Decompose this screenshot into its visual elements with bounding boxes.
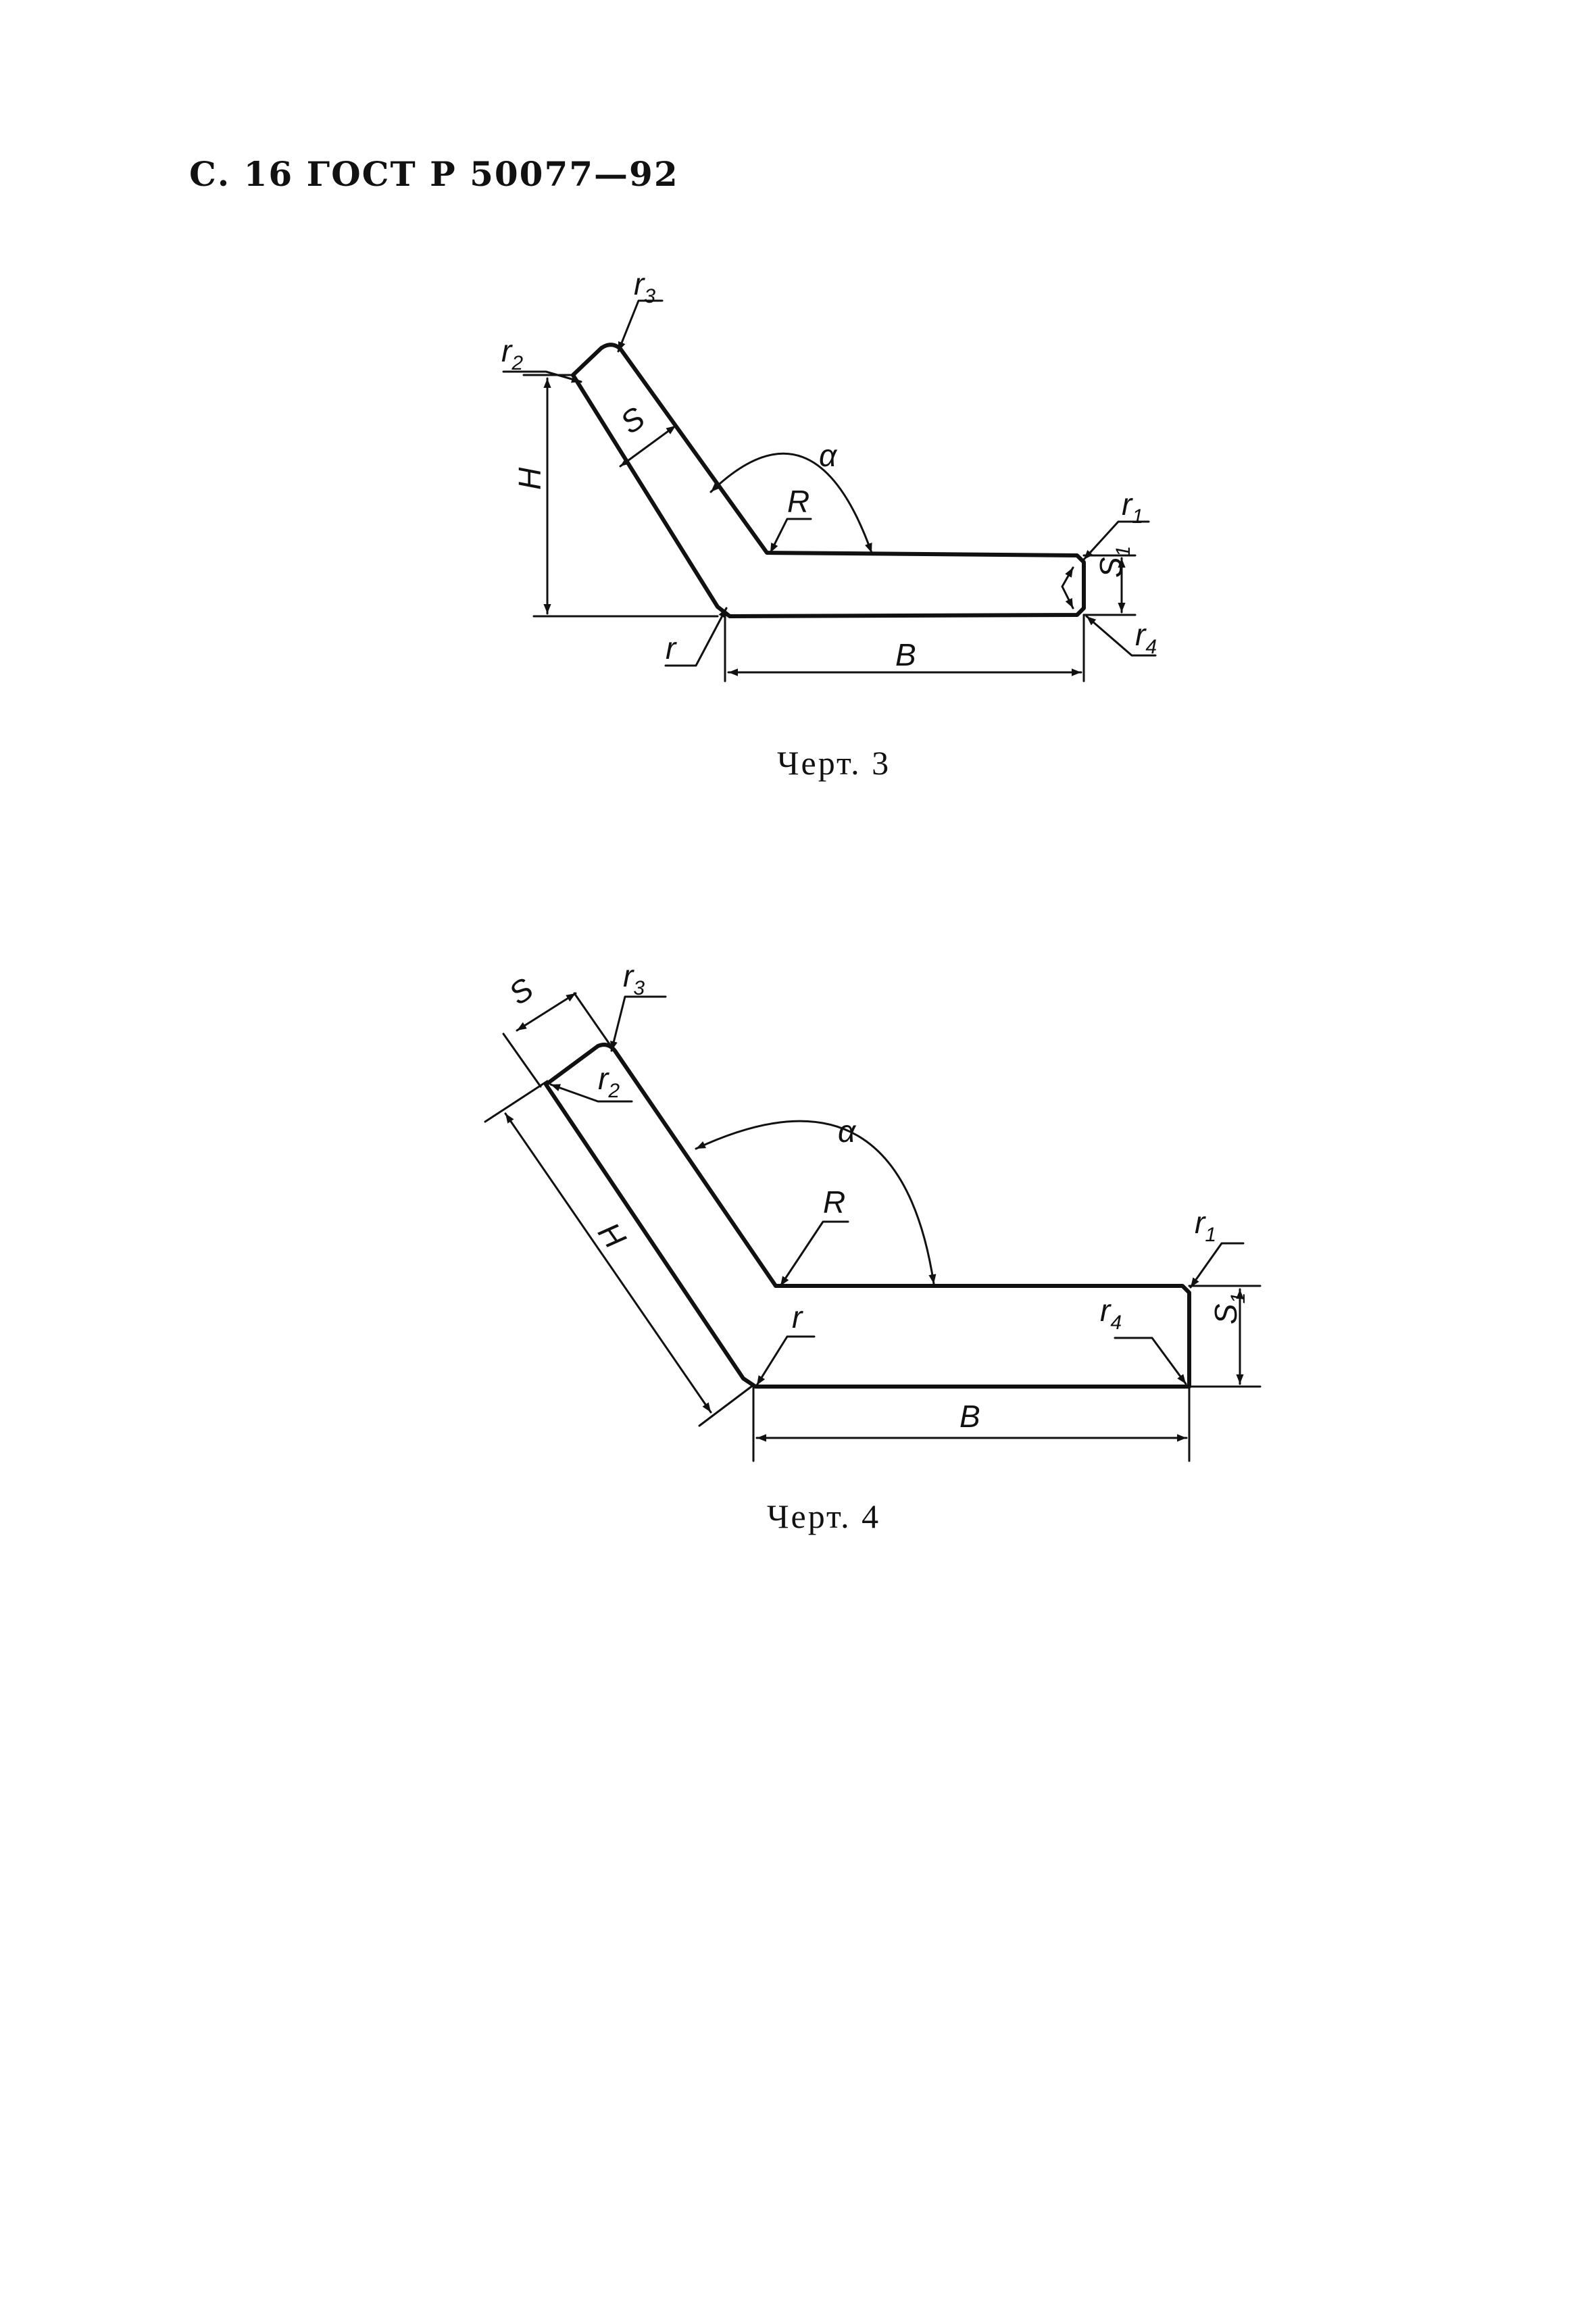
fig3-dim-alpha-arc — [709, 452, 873, 554]
figure-3 — [502, 299, 1157, 682]
fig4-label-alpha: α — [838, 1114, 857, 1149]
fig4-leader-r1 — [1189, 1242, 1245, 1289]
fig4-label-r3: r3 — [623, 958, 645, 999]
figure-3-caption: Черт. 3 — [777, 744, 891, 782]
fig4-dim-s — [516, 992, 577, 1032]
fig4-ext-line-s-top — [573, 992, 611, 1045]
fig3-leader-r4 — [1085, 615, 1157, 657]
figure-4-labels: S r3 r2 α H R r r1 r4 S1 B — [502, 958, 1249, 1434]
fig3-label-b: B — [895, 637, 916, 672]
fig4-label-r4: r4 — [1100, 1293, 1122, 1334]
fig4-leader-r2 — [549, 1083, 633, 1103]
fig3-leader-R — [769, 518, 812, 554]
fig4-leader-R — [779, 1220, 849, 1287]
fig3-label-r1: r1 — [1122, 487, 1143, 528]
fig3-label-alpha: α — [819, 438, 838, 473]
fig4-label-s: S — [502, 971, 539, 1012]
fig4-ext-line-h-bottom — [698, 1385, 753, 1427]
figure-4 — [484, 992, 1262, 1462]
fig3-label-s: S — [614, 400, 651, 441]
fig3-label-s1: S1 — [1093, 546, 1134, 578]
fig4-leader-r4 — [1114, 1337, 1187, 1385]
fig4-label-r2: r2 — [598, 1061, 620, 1102]
fig4-dim-h — [504, 1112, 712, 1414]
fig4-profile-outline — [544, 1043, 1191, 1389]
fig3-leader-r2 — [502, 370, 582, 383]
fig3-leader-r — [664, 607, 728, 667]
fig3-leader-r1 — [1082, 520, 1150, 561]
fig4-label-r1: r1 — [1195, 1205, 1216, 1246]
fig3-leader-r3 — [617, 299, 664, 353]
figure-4-caption: Черт. 4 — [767, 1497, 881, 1535]
fig3-profile-outline — [571, 343, 1086, 618]
fig4-leader-r — [755, 1335, 816, 1387]
fig4-label-r: r — [792, 1299, 803, 1335]
fig3-dim-s — [619, 424, 677, 468]
fig4-label-s1: S1 — [1208, 1293, 1249, 1324]
fig3-label-r3: r3 — [634, 266, 655, 307]
figure-3-labels: r3 r2 S α R H r1 S1 r4 r B — [501, 266, 1157, 672]
fig3-label-r: r — [666, 630, 677, 666]
fig3-label-r2: r2 — [501, 333, 523, 374]
fig4-leader-r3 — [609, 995, 667, 1052]
fig4-ext-line-h-top — [484, 1080, 549, 1123]
fig3-label-r4: r4 — [1135, 617, 1157, 658]
fig4-dim-alpha-arc — [695, 1120, 937, 1285]
fig4-label-b: B — [959, 1399, 980, 1434]
fig3-leader-s1-inner — [1061, 566, 1074, 609]
fig3-label-R: R — [787, 484, 809, 519]
page-header: С. 16 ГОСТ Р 50077—92 — [189, 154, 679, 194]
fig3-label-h: H — [512, 467, 547, 490]
fig4-label-R: R — [823, 1185, 845, 1220]
fig4-ext-line-s-bottom — [502, 1032, 542, 1088]
